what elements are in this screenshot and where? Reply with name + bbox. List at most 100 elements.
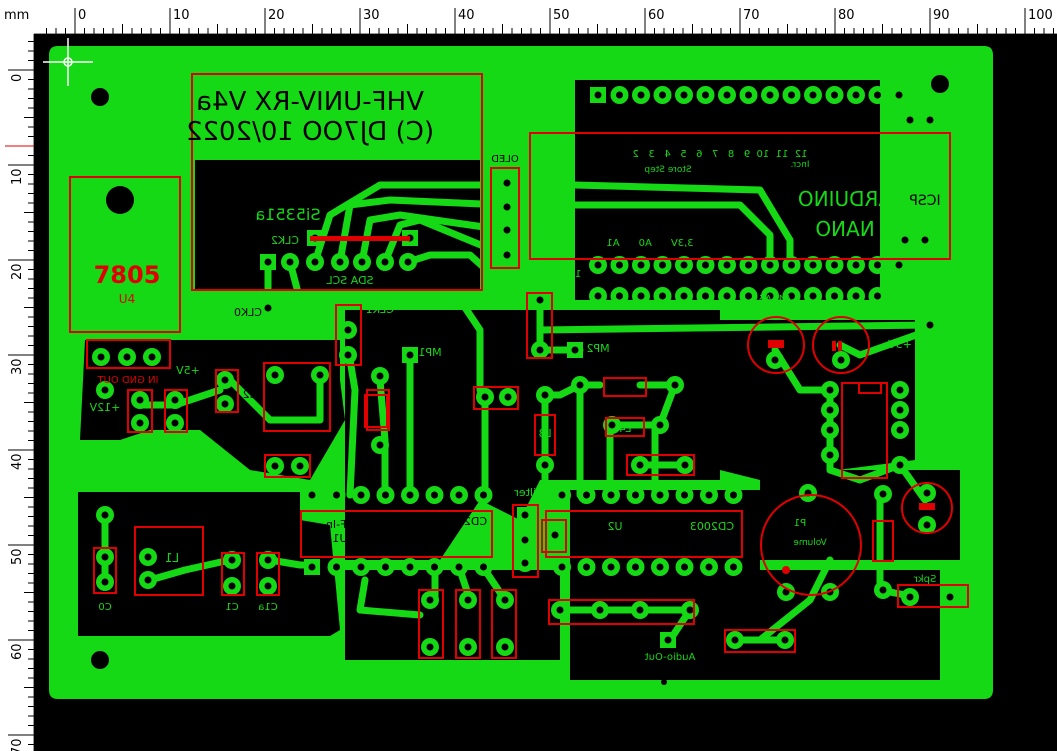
pad <box>131 391 149 409</box>
pad <box>897 232 913 248</box>
label-clk0: CLK0 <box>234 306 262 319</box>
pad <box>821 381 839 399</box>
label-u4: U4 <box>119 292 135 306</box>
pad <box>653 86 672 104</box>
pad <box>352 558 370 576</box>
label-pin-row-top: 12 11 10 9 8 7 6 5 4 3 2 <box>633 149 808 160</box>
pad <box>804 86 822 104</box>
pad <box>675 558 694 576</box>
pad <box>371 367 389 385</box>
pad <box>166 414 184 432</box>
label-c1: C1 <box>225 602 238 613</box>
pad <box>401 486 419 504</box>
label-reg-pins: IN GND OUT <box>97 375 159 386</box>
label-l1: L1 <box>165 551 179 565</box>
pad <box>675 287 693 305</box>
pad <box>660 632 676 648</box>
pad <box>139 571 157 589</box>
pad <box>499 388 517 406</box>
label-c0: C0 <box>98 602 111 613</box>
pad <box>631 456 649 474</box>
pad <box>874 581 892 599</box>
pad <box>603 416 621 434</box>
pad <box>327 486 346 504</box>
pad <box>821 401 839 419</box>
pad <box>577 486 596 504</box>
ruler-x-tick-label: 10 <box>173 8 190 23</box>
pad <box>567 342 583 358</box>
pad <box>825 256 844 274</box>
pad <box>339 321 357 339</box>
pad <box>291 457 309 475</box>
pad <box>498 246 516 264</box>
pad <box>531 341 549 359</box>
pad <box>632 86 650 104</box>
pad <box>825 287 844 305</box>
label-clk1: CLK1 <box>366 303 394 316</box>
pad <box>821 446 839 464</box>
label-u1-ref: U1 <box>332 532 347 545</box>
pad <box>825 86 844 104</box>
pad <box>700 486 718 504</box>
silkscreen-text: VHF-UNIV-RX V4a (C) DJ7OO 10/2022 Si5351… <box>89 87 940 663</box>
pad <box>498 221 516 239</box>
pad <box>676 456 694 474</box>
label-gnd: Gnd <box>533 229 551 239</box>
label-sda-scl: SDA SCL <box>326 274 374 287</box>
pad <box>832 351 850 369</box>
ruler-x-tick-label: 40 <box>458 8 475 23</box>
pad <box>216 395 234 413</box>
label-u2-part: CD2003 <box>690 520 734 533</box>
pad <box>516 554 534 572</box>
pad <box>696 86 715 104</box>
ruler-x-tick-label: 80 <box>838 8 855 23</box>
pad <box>96 381 114 399</box>
pad <box>696 287 715 305</box>
pad <box>804 287 822 305</box>
pad <box>459 591 477 609</box>
pcb-canvas[interactable]: VHF-UNIV-RX V4a (C) DJ7OO 10/2022 Si5351… <box>34 34 1057 751</box>
pad <box>916 231 934 249</box>
pad <box>700 558 718 576</box>
pad <box>376 253 394 271</box>
label-scl: SCL <box>533 168 550 178</box>
pad <box>675 486 694 504</box>
pad <box>517 507 533 523</box>
pad <box>327 558 346 576</box>
crosshair-cursor-icon <box>43 38 93 86</box>
pad <box>632 256 650 274</box>
pad <box>891 421 909 439</box>
pad <box>551 601 569 619</box>
label-mp2: MP2 <box>586 342 609 355</box>
label-rf-in: RF-In <box>326 518 354 531</box>
pad <box>681 601 699 619</box>
pad <box>631 601 649 619</box>
pad <box>739 86 758 104</box>
ruler-y-tick-label: 50 <box>10 548 25 565</box>
pad <box>666 376 684 394</box>
label-c1a: C1a <box>258 602 277 613</box>
pad <box>766 351 784 369</box>
pad <box>96 573 114 591</box>
pad <box>499 175 515 191</box>
component-outlines <box>69 73 969 659</box>
pad <box>776 631 794 649</box>
pad <box>626 558 645 576</box>
pad <box>726 631 744 649</box>
pad <box>353 253 371 271</box>
pad <box>474 558 493 576</box>
ruler-x-tick-label: 20 <box>268 8 285 23</box>
pad <box>476 388 494 406</box>
ruler-y-tick-label: 0 <box>10 73 25 82</box>
pad <box>874 485 892 503</box>
pad <box>626 486 645 504</box>
label-l4: L4 <box>618 422 631 435</box>
label-12v: +12V <box>89 401 120 414</box>
pad <box>782 86 801 104</box>
pad <box>216 371 234 389</box>
pad <box>821 421 839 439</box>
pad <box>804 256 822 274</box>
pad <box>589 256 607 274</box>
